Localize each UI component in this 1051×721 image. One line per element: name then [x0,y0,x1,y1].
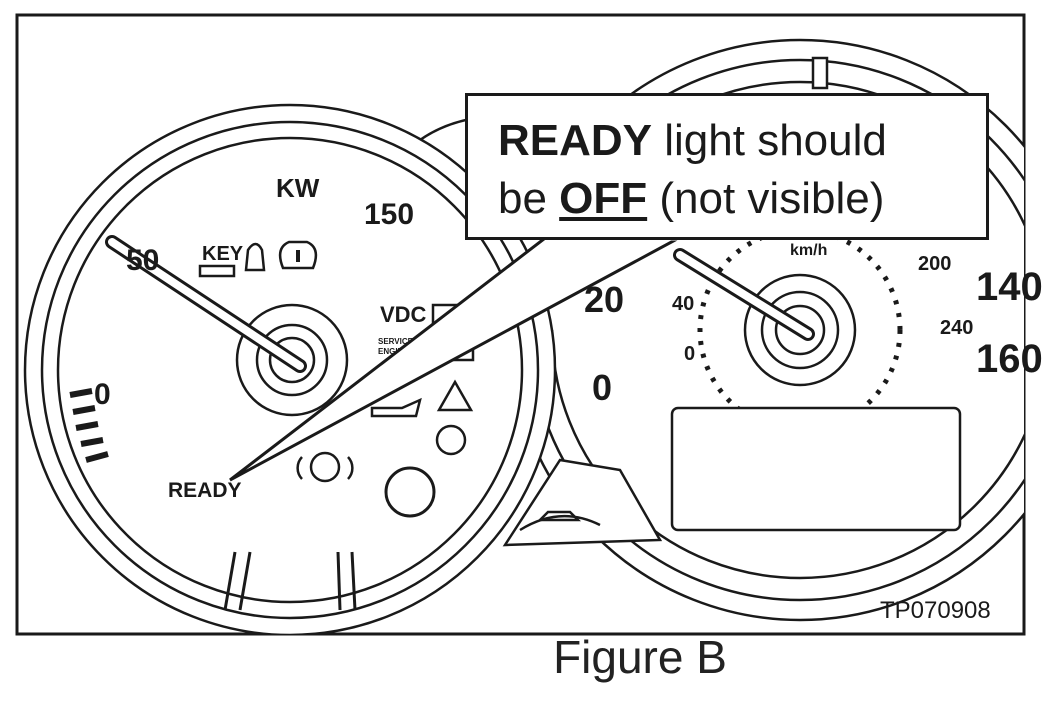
vdc-label: VDC [380,302,427,327]
callout-text: READY light should be OFF (not visible) [498,112,976,228]
speed-unit-label: km/h [790,242,827,259]
callout-text-1: light should [652,116,887,165]
callout-box: READY light should be OFF (not visible) [465,93,989,240]
tick-label-0: 0 [94,378,111,411]
callout-off-word: OFF [559,174,648,223]
kw-unit-label: KW [276,173,320,203]
engine-label: ENGINE [378,347,409,356]
figure-caption: Figure B [553,631,727,683]
round-lamp [384,466,436,518]
callout-ready-word: READY [498,116,653,165]
oil-can-icon [370,397,422,418]
seatbelt-icon [244,242,266,272]
tick-label-150: 150 [364,198,414,231]
key-label: KEY [202,243,244,265]
speed-tick-0: 0 [592,367,612,408]
key-icon [198,264,236,278]
speed-tick-200: 200 [918,253,951,275]
ready-label: READY [168,479,242,502]
speed-tick-40: 40 [672,293,694,315]
brake-icon [296,456,354,480]
speed-tick-inner-0: 0 [684,343,695,365]
callout-text-2: be [498,174,560,223]
figure-code: TP070908 [880,597,991,624]
cruise-icon [435,424,467,456]
speed-tick-160: 160 [976,337,1043,381]
callout-text-3: (not visible) [647,174,885,223]
tick-label-50: 50 [126,244,159,277]
service-label: SERVICE [378,337,414,346]
speed-tick-240: 240 [940,317,973,339]
power-meter [23,103,557,634]
speed-tick-140: 140 [976,265,1043,309]
warning-triangle-icon [436,379,474,412]
tire-pressure-icon [278,240,318,270]
